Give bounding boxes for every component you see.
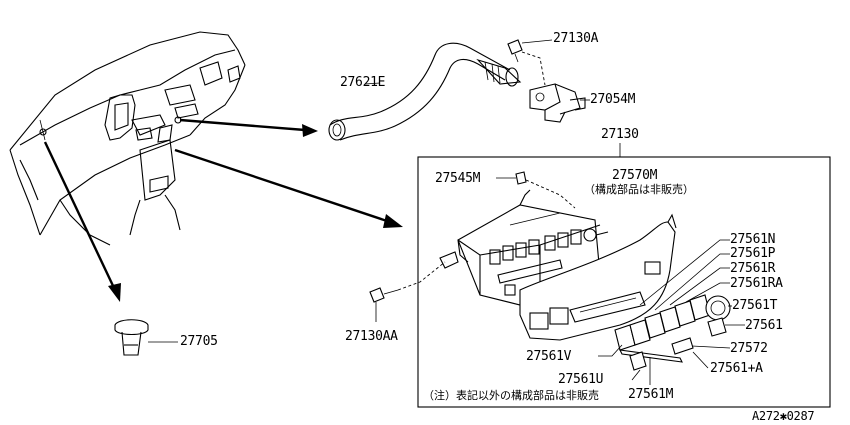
buttons-knobs: [598, 239, 745, 385]
label-27561T: 27561T: [732, 298, 778, 313]
label-27570M: 27570M: [612, 168, 658, 183]
label-27545M: 27545M: [435, 171, 481, 186]
duct-hose-27621E: [328, 42, 522, 141]
label-27572: 27572: [730, 341, 768, 356]
label-27054M: 27054M: [590, 92, 636, 107]
diagram-code: A272✱0287: [752, 409, 815, 423]
label-27561: 27561: [745, 318, 783, 333]
component-note: （構成部品は非販売）: [584, 183, 694, 196]
dashboard-illustration: [9, 31, 246, 246]
label-27561N: 27561N: [730, 232, 776, 247]
label-27561-plus-a: 27561+A: [710, 361, 763, 376]
label-27561P: 27561P: [730, 246, 776, 261]
footnote: （注）表記以外の構成部品は非販売: [423, 389, 599, 402]
label-27705: 27705: [180, 334, 218, 349]
label-27621E: 27621E: [340, 75, 386, 90]
label-27561V: 27561V: [526, 349, 572, 364]
label-27561RA: 27561RA: [730, 276, 783, 291]
control-unit-box: [417, 143, 831, 408]
label-27561U: 27561U: [558, 372, 604, 387]
label-27130AA: 27130AA: [345, 329, 398, 344]
label-27561R: 27561R: [730, 261, 776, 276]
clip-27705: [114, 319, 178, 356]
label-27130: 27130: [601, 127, 639, 142]
bezel-27570M: [519, 213, 677, 341]
motor-27054M: [364, 39, 590, 123]
pointer-arrows: [43, 118, 403, 302]
screws: [369, 171, 576, 322]
label-27561M: 27561M: [628, 387, 674, 402]
label-27130A: 27130A: [553, 31, 599, 46]
